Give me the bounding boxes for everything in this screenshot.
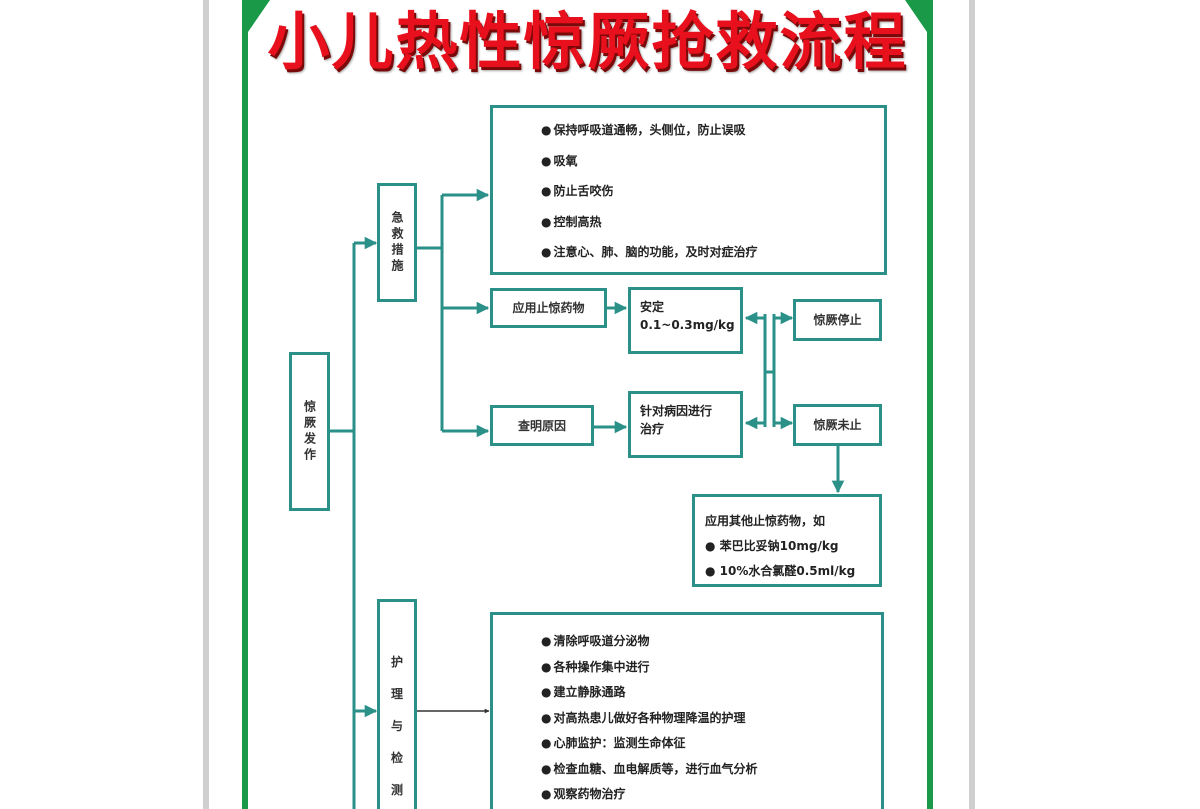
list-item: 观察药物治疗 (541, 786, 881, 809)
drug-name: 安定 (640, 300, 665, 314)
outer-frame-left (203, 0, 209, 809)
emergency-measures-list-box: 保持呼吸道通畅，头侧位，防止误吸 吸氧 防止舌咬伤 控制高热 注意心、肺、脑的功… (490, 105, 887, 275)
list-item: 各种操作集中进行 (541, 659, 881, 685)
list-item: ● 苯巴比妥钠10mg/kg (705, 539, 839, 553)
list-item: ● 10%水合氯醛0.5ml/kg (705, 564, 856, 578)
anticonvulsant-label: 应用止惊药物 (512, 301, 585, 315)
label-char: 检 (390, 751, 403, 765)
label-char: 护 (390, 655, 403, 669)
list-item: 对高热患儿做好各种物理降温的护理 (541, 710, 881, 736)
corner-decoration-right (905, 0, 927, 32)
seizure-stopped-label: 惊厥停止 (813, 313, 862, 327)
poster-title: 小儿热性惊厥抢救流程 (267, 5, 908, 78)
label-char: 与 (390, 719, 403, 733)
seizure-not-stopped-box: 惊厥未止 (793, 404, 882, 446)
list-item: 吸氧 (541, 153, 884, 184)
further-drugs-box: 应用其他止惊药物，如 ● 苯巴比妥钠10mg/kg ● 10%水合氯醛0.5ml… (692, 494, 882, 587)
list-item: 控制高热 (541, 214, 884, 245)
nursing-monitoring-box: 护 理 与 检 测 (377, 599, 417, 809)
seizure-stopped-box: 惊厥停止 (793, 299, 882, 341)
corner-decoration-left (248, 0, 270, 32)
nursing-measures-list-box: 清除呼吸道分泌物 各种操作集中进行 建立静脉通路 对高热患儿做好各种物理降温的护… (490, 612, 884, 809)
list-item: 建立静脉通路 (541, 684, 881, 710)
root-label: 惊厥发作 (302, 399, 317, 464)
list-item: 心肺监护：监测生命体征 (541, 735, 881, 761)
treatment-line-2: 治疗 (640, 422, 665, 436)
find-cause-box: 查明原因 (490, 405, 594, 446)
further-drug-2: 10%水合氯醛0.5ml/kg (719, 564, 856, 578)
diazepam-dose-box: 安定 0.1~0.3mg/kg (628, 287, 743, 354)
poster-border-left (242, 0, 248, 809)
emergency-measures-label: 急救措施 (390, 210, 404, 275)
further-drugs-intro: 应用其他止惊药物，如 (705, 514, 826, 528)
cause-treatment-box: 针对病因进行 治疗 (628, 391, 743, 458)
seizure-not-stopped-label: 惊厥未止 (813, 418, 862, 432)
further-drug-1: 苯巴比妥钠10mg/kg (719, 539, 839, 553)
poster-border-right (927, 0, 933, 809)
treatment-line-1: 针对病因进行 (640, 404, 713, 418)
root-box-seizure-onset: 惊厥发作 (289, 352, 330, 511)
list-item: 保持呼吸道通畅，头侧位，防止误吸 (541, 122, 884, 153)
emergency-measures-box: 急救措施 (377, 183, 417, 302)
list-item: 防止舌咬伤 (541, 183, 884, 214)
nursing-monitoring-label: 护 理 与 检 测 (391, 654, 403, 798)
anticonvulsant-box: 应用止惊药物 (490, 288, 607, 328)
list-item: 注意心、肺、脑的功能，及时对症治疗 (541, 244, 884, 275)
find-cause-label: 查明原因 (517, 418, 566, 433)
drug-dose: 0.1~0.3mg/kg (640, 318, 735, 332)
list-item: 检查血糖、血电解质等，进行血气分析 (541, 761, 881, 787)
outer-frame-right (969, 0, 975, 809)
label-char: 理 (390, 687, 403, 701)
list-item: 清除呼吸道分泌物 (541, 633, 881, 659)
label-char: 测 (390, 783, 403, 797)
